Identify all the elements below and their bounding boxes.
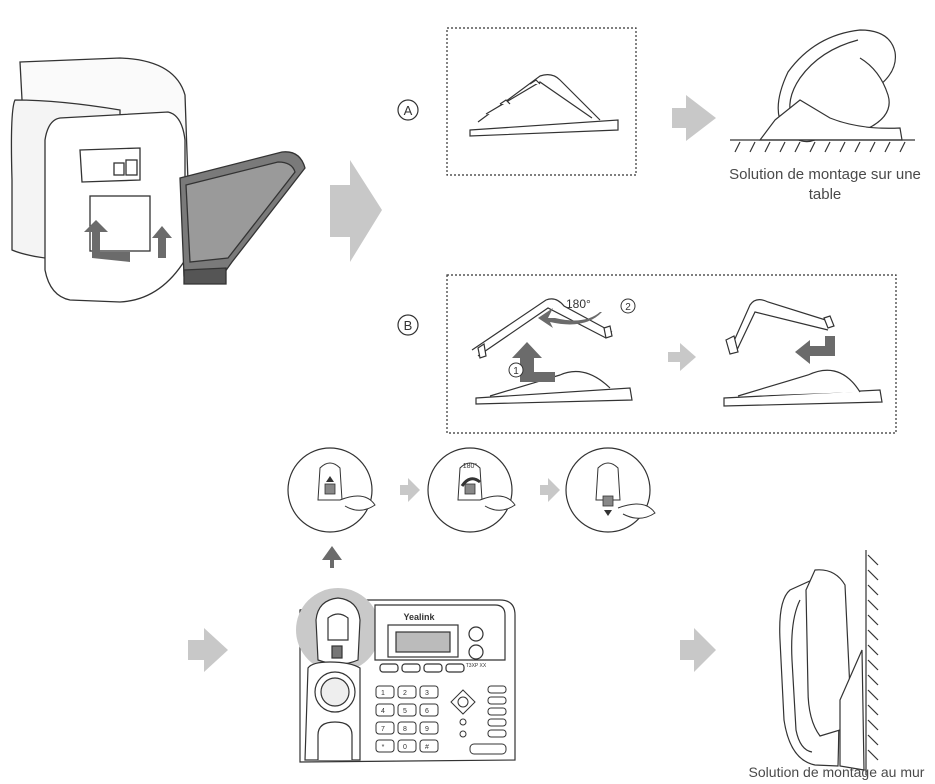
caption-table-mount: Solution de montage sur une table bbox=[729, 166, 921, 203]
stand-attached-b-right bbox=[723, 299, 883, 407]
keypad-key bbox=[419, 721, 439, 735]
option-b-label: B bbox=[404, 318, 413, 333]
keypad-key-label: 4 bbox=[381, 708, 385, 715]
keypad-key bbox=[419, 703, 439, 717]
stand-illustration bbox=[179, 151, 306, 285]
stand-flat-a bbox=[469, 74, 619, 137]
keypad-key bbox=[375, 739, 395, 753]
table-surface bbox=[730, 139, 915, 153]
keypad-key-label: * bbox=[382, 744, 385, 751]
keypad-key bbox=[375, 721, 395, 735]
keypad-key bbox=[397, 703, 417, 717]
rotation-label: 180° bbox=[566, 297, 591, 311]
hook-step-1 bbox=[287, 447, 376, 533]
caption-wall-mount: Solution de montage au mur bbox=[748, 764, 925, 780]
keypad-key bbox=[397, 685, 417, 699]
phone-wall-mount bbox=[779, 569, 865, 771]
hook-up-arrow bbox=[322, 546, 342, 568]
keypad-key-label: 9 bbox=[425, 726, 429, 733]
keypad-key bbox=[397, 739, 417, 753]
step-2-badge bbox=[620, 298, 636, 314]
keypad-key bbox=[419, 739, 439, 753]
phone-model: T3XP XX bbox=[466, 663, 487, 669]
keypad-key-label: 2 bbox=[403, 690, 407, 697]
option-b-box bbox=[446, 274, 897, 434]
push-arrow bbox=[795, 336, 835, 364]
keypad-key-label: 6 bbox=[425, 708, 429, 715]
stand-flipped-b-left bbox=[471, 298, 633, 405]
insert-arrow-right bbox=[152, 226, 172, 258]
phone-brand: Yealink bbox=[403, 612, 435, 622]
keypad-key-label: # bbox=[425, 744, 429, 751]
hook-arrow-1 bbox=[400, 478, 420, 502]
insert-arrow-left bbox=[84, 220, 130, 262]
option-a-badge bbox=[397, 99, 419, 121]
keypad-key bbox=[419, 685, 439, 699]
keypad-key-label: 0 bbox=[403, 744, 407, 751]
phone-back-illustration bbox=[10, 57, 191, 303]
arrow-wall bbox=[680, 628, 716, 672]
next-step-arrow bbox=[330, 160, 382, 262]
rotate-arrow bbox=[538, 308, 602, 328]
option-b-badge bbox=[397, 314, 419, 336]
wall-surface bbox=[865, 550, 879, 775]
rotation-small-label: 180° bbox=[463, 462, 478, 470]
step-2-label: 2 bbox=[625, 302, 631, 313]
arrow-to-phone bbox=[188, 628, 228, 672]
step-1-badge bbox=[508, 362, 524, 378]
keypad-key-label: 3 bbox=[425, 690, 429, 697]
nav-cluster bbox=[450, 685, 507, 755]
hook-step-3 bbox=[565, 447, 656, 533]
arrow-b bbox=[668, 343, 696, 371]
hook-arrow-2 bbox=[540, 478, 560, 502]
keypad-key-label: 5 bbox=[403, 708, 407, 715]
hook-step-2: 180° bbox=[427, 447, 516, 533]
step-1-label: 1 bbox=[513, 366, 519, 377]
keypad-key-label: 8 bbox=[403, 726, 407, 733]
keypad-key bbox=[375, 685, 395, 699]
arrow-a bbox=[672, 95, 716, 141]
keypad-key-label: 7 bbox=[381, 726, 385, 733]
option-a-label: A bbox=[404, 103, 413, 118]
keypad-key bbox=[397, 721, 417, 735]
phone-keypad: 1 2 3 4 5 6 7 8 9 * 0 # bbox=[375, 685, 439, 753]
phone-desk-mount bbox=[758, 29, 903, 143]
keypad-key bbox=[375, 703, 395, 717]
keypad-key-label: 1 bbox=[381, 690, 385, 697]
